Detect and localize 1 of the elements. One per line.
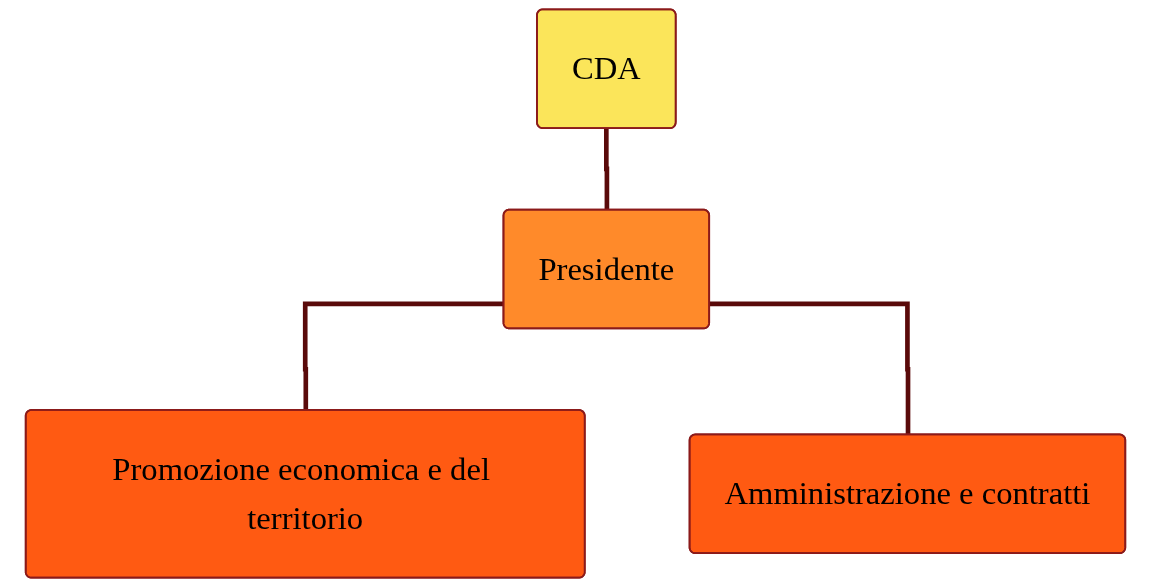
connector [709,301,911,435]
